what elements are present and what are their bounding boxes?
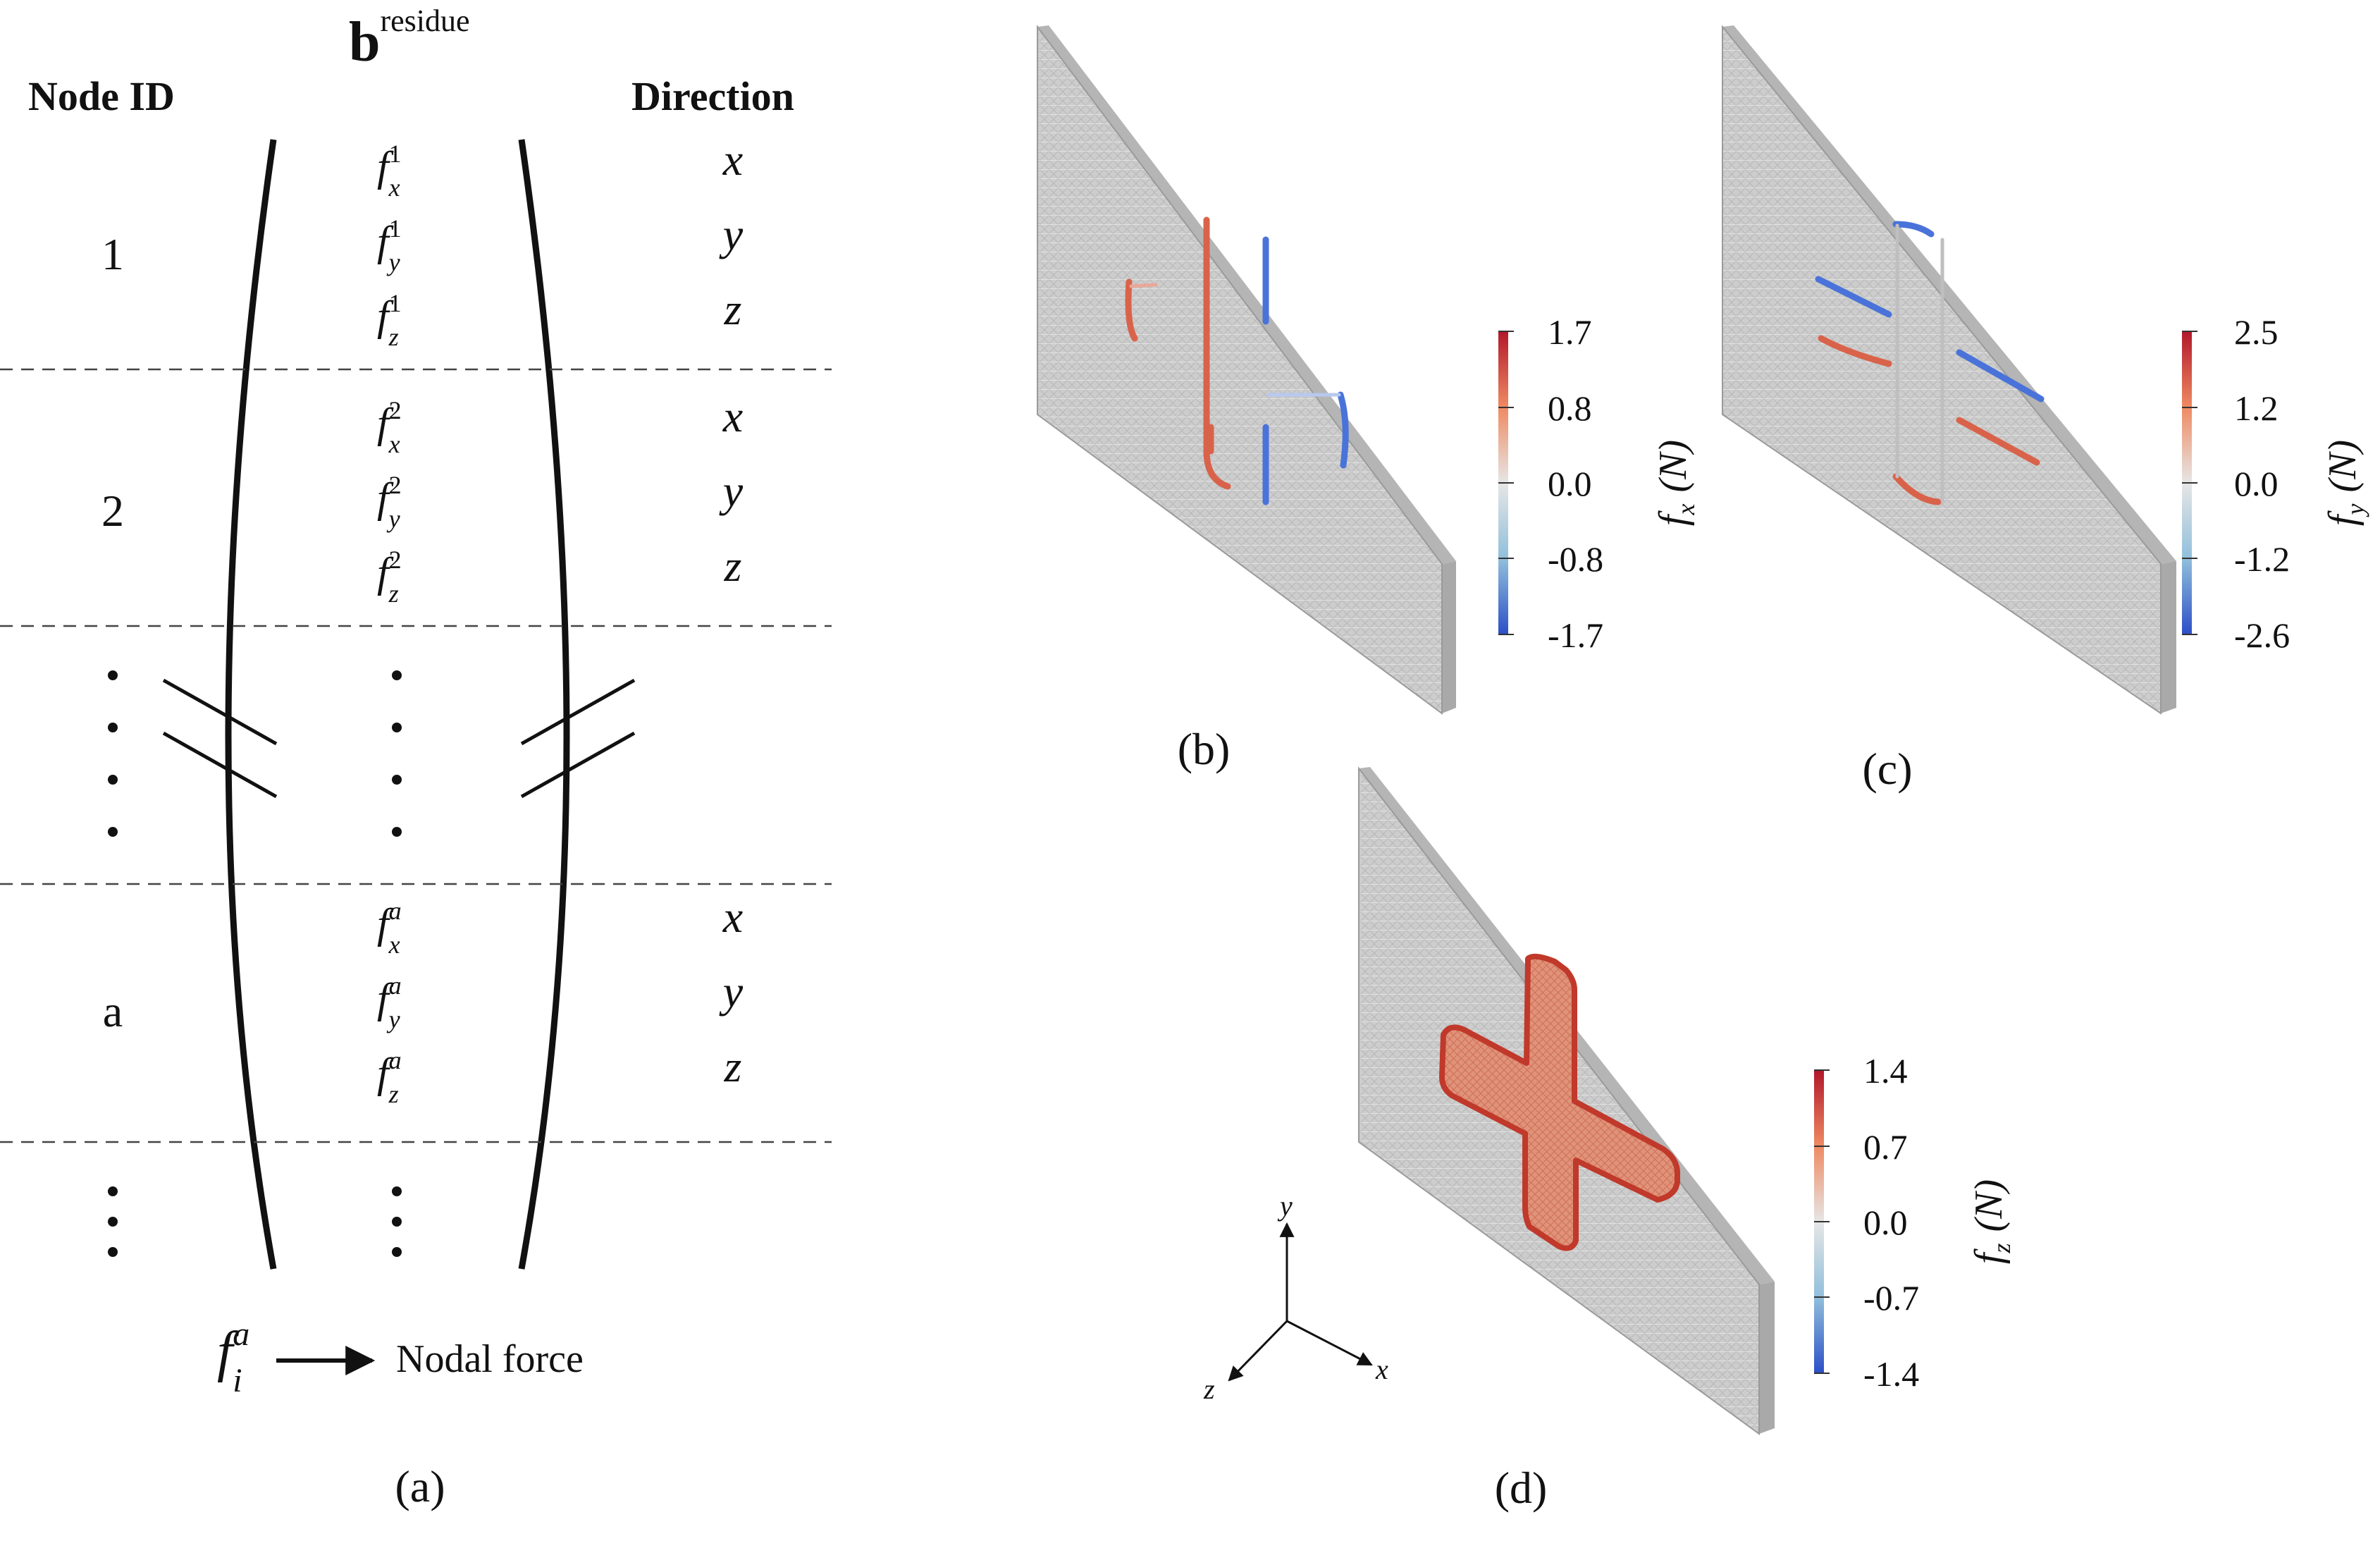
axes-triad: y x z xyxy=(1203,1190,1388,1405)
vector-header-symbol: b xyxy=(349,11,381,73)
colorbar-d-tick: -1.4 xyxy=(1863,1354,1919,1394)
plus-outline-c xyxy=(1815,221,2045,505)
caption-d: (d) xyxy=(1495,1463,1548,1513)
vector-header: bresidue xyxy=(349,4,470,73)
colorbar-b: 1.7 0.8 0.0 -0.8 -1.7 fx(N) xyxy=(1498,312,1700,655)
z-axis-arrow xyxy=(1228,1320,1288,1382)
colorbar-d-tick: -0.7 xyxy=(1863,1278,1919,1318)
colorbar-c: 2.5 1.2 0.0 -1.2 -2.6 fy(N) xyxy=(2182,312,2369,655)
caption-b: (b) xyxy=(1178,724,1231,774)
colorbar-c-tick: 2.5 xyxy=(2234,312,2279,352)
caption-a: (a) xyxy=(395,1461,445,1511)
colorbar-d-tick: 1.4 xyxy=(1863,1051,1908,1091)
z-axis-label: z xyxy=(1203,1373,1215,1405)
right-break-mark xyxy=(520,678,636,799)
direction-label: z xyxy=(724,541,742,591)
direction-header: Direction xyxy=(631,73,794,119)
ellipsis-dots xyxy=(108,670,402,1257)
plus-outline-b xyxy=(1125,216,1349,505)
direction-label: y xyxy=(719,966,744,1017)
node-id: 1 xyxy=(101,229,124,279)
colorbar-b-tick: 0.8 xyxy=(1548,388,1592,428)
separators xyxy=(0,368,832,1143)
colorbar-d-tick: 0.7 xyxy=(1863,1127,1908,1167)
direction-label: y xyxy=(719,209,744,259)
mesh-plate-b xyxy=(1037,25,1456,715)
panel-d: 1.4 0.7 0.0 -0.7 -1.4 fz(N) (d) xyxy=(1358,766,2016,1513)
plus-shape-d xyxy=(1439,953,1680,1251)
node-id: 2 xyxy=(101,486,124,536)
left-break-mark xyxy=(162,678,278,799)
right-bracket xyxy=(518,139,570,1270)
panel-b: 1.7 0.8 0.0 -0.8 -1.7 fx(N) (b) xyxy=(1037,25,1700,774)
vector-header-superscript: residue xyxy=(381,4,470,38)
x-axis-label: x xyxy=(1375,1353,1388,1385)
node-id: a xyxy=(103,986,123,1036)
caption-c: (c) xyxy=(1862,744,1912,794)
panel-c: 2.5 1.2 0.0 -1.2 -2.6 fy(N) (c) xyxy=(1722,25,2369,794)
colorbar-b-tick: -1.7 xyxy=(1548,615,1603,655)
direction-label: x xyxy=(722,391,743,441)
colorbar-d-label: fz(N) xyxy=(1967,1179,2016,1264)
legend-text: Nodal force xyxy=(396,1337,584,1381)
mesh-plate-c xyxy=(1722,25,2176,715)
x-axis-arrow xyxy=(1286,1320,1373,1366)
colorbar-c-tick: -2.6 xyxy=(2234,615,2290,655)
direction-label: x xyxy=(722,135,743,185)
colorbar-b-tick: 0.0 xyxy=(1548,464,1592,503)
left-bracket xyxy=(225,139,277,1270)
colorbar-c-tick: 0.0 xyxy=(2234,464,2279,503)
colorbar-b-tick: -0.8 xyxy=(1548,539,1603,579)
node-id-header: Node ID xyxy=(28,73,175,119)
direction-label: x xyxy=(722,892,743,942)
colorbar-b-label: fx(N) xyxy=(1651,440,1700,526)
y-axis-label: y xyxy=(1277,1190,1293,1222)
direction-label: y xyxy=(719,466,744,516)
colorbar-c-tick: -1.2 xyxy=(2234,539,2290,579)
colorbar-c-label: fy(N) xyxy=(2321,440,2369,526)
direction-label: z xyxy=(724,284,742,334)
colorbar-c-tick: 1.2 xyxy=(2234,388,2279,428)
direction-label: z xyxy=(724,1041,742,1091)
colorbar-d-tick: 0.0 xyxy=(1863,1203,1908,1242)
colorbar-b-tick: 1.7 xyxy=(1548,312,1592,352)
colorbar-d: 1.4 0.7 0.0 -0.7 -1.4 fz(N) xyxy=(1814,1051,2016,1394)
